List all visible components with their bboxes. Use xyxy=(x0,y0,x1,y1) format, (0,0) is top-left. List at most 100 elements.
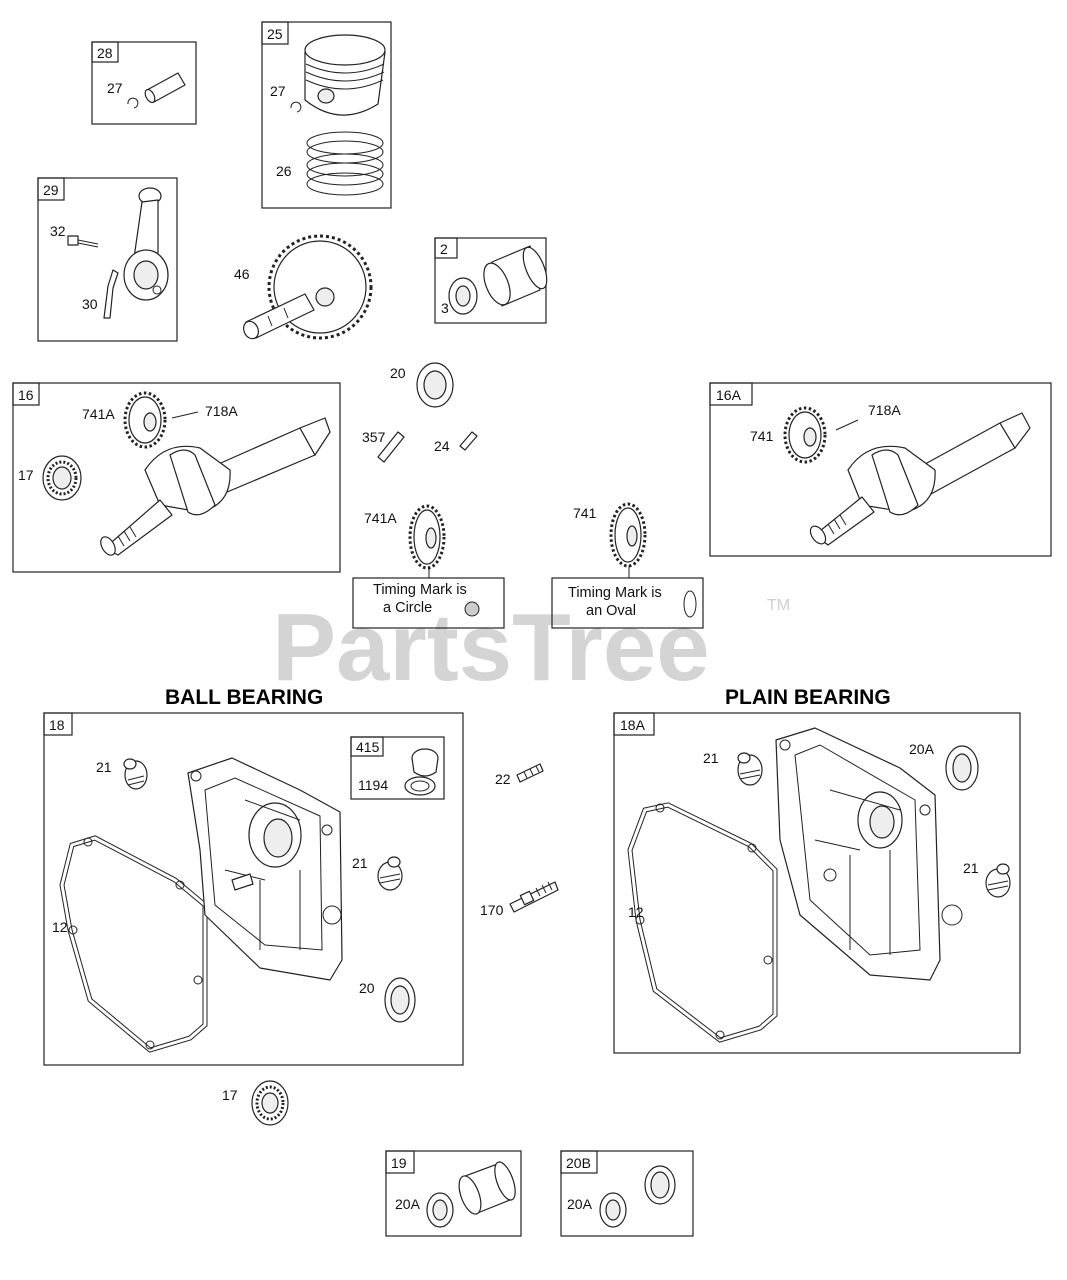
watermark-trademark: TM xyxy=(767,597,790,614)
callout-30: 30 xyxy=(82,296,98,312)
plug-21-b-part[interactable] xyxy=(377,856,403,891)
callout-20A-20B: 20A xyxy=(567,1196,593,1212)
callout-21-d: 21 xyxy=(963,860,979,876)
box-25: 25 27 26 xyxy=(261,21,392,209)
box-18A: 18A 21 20A 12 xyxy=(613,712,1021,1054)
timing-gear-741A-part[interactable] xyxy=(408,504,446,570)
callout-21-a: 21 xyxy=(96,759,112,775)
box-29-tag: 29 xyxy=(43,182,59,198)
dowel-pin-357-part[interactable] xyxy=(377,431,405,463)
oil-seal-20A-19-part[interactable] xyxy=(426,1192,454,1228)
timing-gear-741-crank-part[interactable] xyxy=(783,406,827,464)
box-16-tag: 16 xyxy=(18,387,34,403)
callout-20A-18A: 20A xyxy=(909,741,935,757)
box-18A-tag: 18A xyxy=(620,717,646,733)
box-19-tag: 19 xyxy=(391,1155,407,1171)
callout-170: 170 xyxy=(480,902,504,918)
box-16: 16 741A 718A 17 xyxy=(12,382,341,573)
oil-dipper-part[interactable] xyxy=(103,269,119,319)
note-timing-circle: Timing Mark is a Circle xyxy=(352,577,505,629)
box-29: 29 32 30 xyxy=(37,177,178,342)
callout-1194: 1194 xyxy=(358,777,388,793)
box-415-tag: 415 xyxy=(356,739,380,755)
crankshaft-part[interactable] xyxy=(98,417,331,558)
note-oval-line2: an Oval xyxy=(586,603,636,619)
box-28-tag: 28 xyxy=(97,45,113,61)
callout-22: 22 xyxy=(495,771,511,787)
screw-22-part[interactable] xyxy=(516,763,544,783)
camshaft-gear-part[interactable] xyxy=(241,234,373,341)
stud-170-part[interactable] xyxy=(509,881,559,913)
connecting-rod-part[interactable] xyxy=(123,187,169,301)
washer-1194-part[interactable] xyxy=(404,776,436,796)
timing-gear-741A-crank-part[interactable] xyxy=(123,391,167,449)
ball-bearing-17-b-part[interactable] xyxy=(251,1080,289,1126)
callout-741A-crank: 741A xyxy=(82,406,115,422)
callout-26: 26 xyxy=(276,163,292,179)
seal-part[interactable] xyxy=(448,277,478,315)
note-circle-line1: Timing Mark is xyxy=(373,582,467,598)
box-415: 415 1194 xyxy=(350,736,445,800)
oil-seal-20-part[interactable] xyxy=(416,362,454,408)
callout-27-piston-clip: 27 xyxy=(270,83,286,99)
plug-21-a-part[interactable] xyxy=(123,758,148,790)
callout-17-crank: 17 xyxy=(18,467,34,483)
oval-mark-icon xyxy=(683,590,697,618)
callout-12-b: 12 xyxy=(628,904,644,920)
oil-seal-20A-part[interactable] xyxy=(945,745,979,791)
box-18: 18 21 12 21 xyxy=(43,712,464,1066)
callout-718A-crank-16A: 718A xyxy=(868,402,901,418)
piston-part[interactable] xyxy=(304,34,386,116)
gasket-12-b-part[interactable] xyxy=(627,802,778,1043)
box-28: 28 27 xyxy=(91,41,197,125)
note-timing-oval: Timing Mark is an Oval xyxy=(551,577,704,629)
box-18-tag: 18 xyxy=(49,717,65,733)
callout-46: 46 xyxy=(234,266,250,282)
oil-seal-20A-20B-part[interactable] xyxy=(599,1192,627,1228)
callout-21-c: 21 xyxy=(703,750,719,766)
box-20B: 20B 20A xyxy=(560,1150,694,1237)
gasket-12-a-part[interactable] xyxy=(59,835,208,1053)
box-19: 19 20A xyxy=(385,1150,522,1237)
heading-plain-bearing: PLAIN BEARING xyxy=(725,686,891,709)
plug-415-part[interactable] xyxy=(411,748,439,777)
callout-741-center: 741 xyxy=(573,505,597,521)
seal-20B-part[interactable] xyxy=(644,1165,676,1205)
ball-bearing-17-part[interactable] xyxy=(42,455,82,501)
sump-cover-ball-part[interactable] xyxy=(187,757,343,981)
box-2-tag: 2 xyxy=(440,241,448,257)
callout-17-b: 17 xyxy=(222,1087,238,1103)
plug-21-c-part[interactable] xyxy=(737,752,763,786)
callout-20-b: 20 xyxy=(359,980,375,996)
callout-32: 32 xyxy=(50,223,66,239)
heading-ball-bearing: BALL BEARING xyxy=(165,686,323,709)
callout-718A-crank: 718A xyxy=(205,403,238,419)
piston-clip-part[interactable] xyxy=(290,101,302,113)
callout-3: 3 xyxy=(441,300,449,316)
timing-gear-741-part[interactable] xyxy=(609,502,647,568)
piston-rings-part[interactable] xyxy=(306,131,384,196)
watermark-text: PartsTree xyxy=(272,594,710,701)
dowel-pin-24-part[interactable] xyxy=(459,431,478,451)
plug-21-d-part[interactable] xyxy=(985,863,1011,898)
bushing-part[interactable] xyxy=(479,244,552,308)
box-16A: 16A 741 718A xyxy=(709,382,1052,557)
box-20B-tag: 20B xyxy=(566,1155,591,1171)
crankshaft-16A-part[interactable] xyxy=(807,412,1031,547)
sump-cover-plain-part[interactable] xyxy=(775,727,963,981)
callout-27-pin-clip: 27 xyxy=(107,80,123,96)
retaining-clip-part[interactable] xyxy=(127,97,139,109)
note-circle-line2: a Circle xyxy=(383,600,432,616)
box-25-tag: 25 xyxy=(267,26,283,42)
callout-20A-19: 20A xyxy=(395,1196,421,1212)
wrist-pin-part[interactable] xyxy=(143,72,186,104)
watermark: PartsTree TM xyxy=(272,594,790,701)
rod-bolt-part[interactable] xyxy=(67,235,99,248)
callout-24: 24 xyxy=(434,438,450,454)
box-2: 2 3 xyxy=(434,237,552,324)
box-16A-tag: 16A xyxy=(716,387,742,403)
oil-seal-20-b-part[interactable] xyxy=(384,977,416,1023)
note-oval-line1: Timing Mark is xyxy=(568,585,662,601)
bushing-19-part[interactable] xyxy=(455,1159,520,1216)
